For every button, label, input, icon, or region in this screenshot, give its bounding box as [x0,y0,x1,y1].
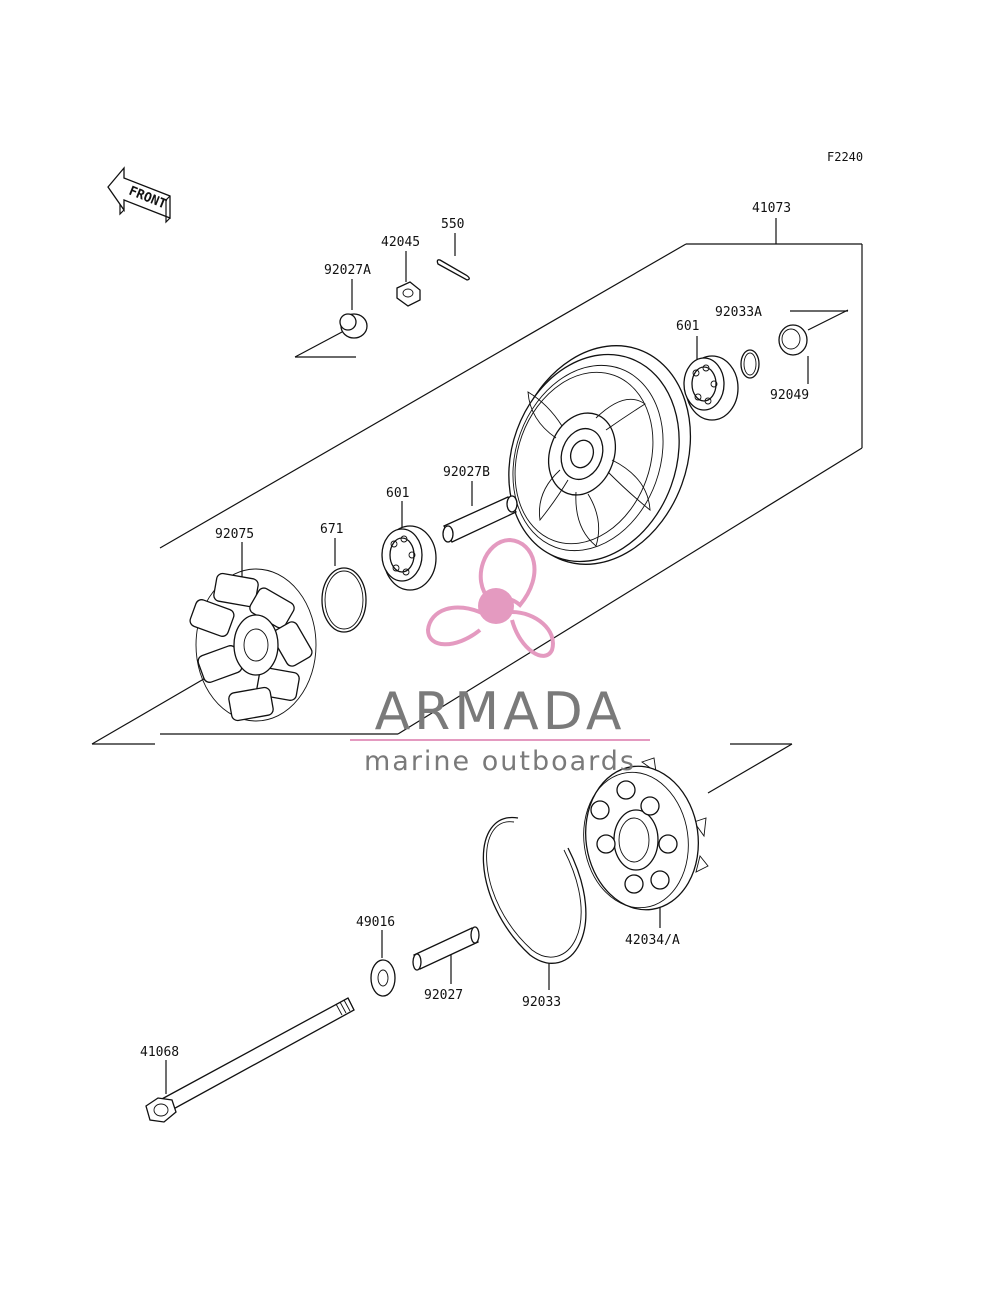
label-axle: 41068 [140,1045,179,1060]
label-o-ring: 671 [320,522,343,537]
label-collar: 92027 [424,988,463,1003]
circlip [482,817,587,964]
axle-nut [396,281,421,307]
collar-b [442,495,518,543]
armada-watermark: ARMADA marine outboards [350,537,650,777]
label-cotter-pin: 550 [441,217,464,232]
circlip-a [740,349,760,379]
watermark-subtitle: marine outboards [364,746,636,777]
label-collar-b: 92027B [443,465,490,480]
figure-code: F2240 [827,150,863,164]
collar-a [339,313,368,339]
label-collar-a: 92027A [324,263,371,278]
label-circlip: 92033 [522,995,561,1010]
washer [370,959,396,997]
grease-seal [778,324,808,356]
label-nut: 42045 [381,235,420,250]
label-damper: 92075 [215,527,254,542]
watermark-title: ARMADA [375,682,626,742]
part-labels: 41073 92027A 42045 550 92033A 601 92049 … [140,201,809,1060]
wheel-rim [508,345,692,565]
wheel-damper [189,568,317,722]
front-arrow-icon: FRONT [107,166,171,224]
cotter-pin [436,259,470,281]
label-bearing-left: 601 [386,486,409,501]
bearing-left [381,525,437,591]
axle-shaft [145,997,355,1123]
sprocket-coupling [583,757,709,911]
label-bearing-right: 601 [676,319,699,334]
label-assembly: 41073 [752,201,791,216]
label-sprocket: 42034/A [625,933,680,948]
bearing-right [683,355,739,421]
label-washer: 49016 [356,915,395,930]
assembly-bracket [91,218,863,794]
propeller-logo-icon [425,537,555,658]
label-circlip-a: 92033A [715,305,762,320]
label-seal: 92049 [770,388,809,403]
collar [412,926,480,971]
o-ring [321,567,367,633]
